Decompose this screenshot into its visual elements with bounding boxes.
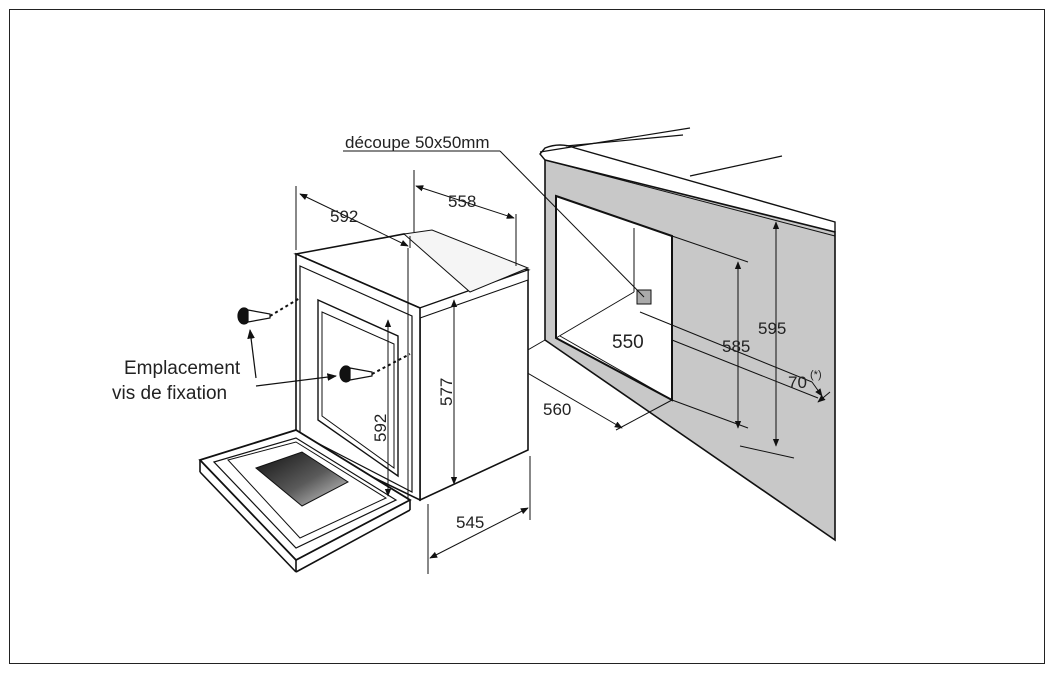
cabinet-dimensions [343, 150, 831, 459]
screw-label-line1: Emplacement [124, 358, 241, 379]
dim-cabinet-height: 595 [758, 319, 786, 338]
dim-clearance-note: (*) [810, 369, 822, 381]
oven-dimensions [295, 170, 531, 574]
diagram-frame [9, 9, 1045, 664]
dim-clearance: 70 [788, 373, 807, 392]
screw-leaders [247, 329, 337, 387]
dim-oven-depth-top: 558 [448, 192, 476, 211]
cutout-label: découpe 50x50mm [345, 133, 490, 152]
dim-niche-width: 550 [612, 332, 644, 353]
screw-icon [237, 297, 411, 383]
dim-niche-depth: 560 [543, 400, 571, 419]
dim-niche-height: 585 [722, 337, 750, 356]
cabinet [539, 127, 836, 542]
dim-oven-width: 592 [330, 207, 358, 226]
door-window [254, 451, 349, 507]
dim-oven-inner-height: 592 [371, 414, 390, 442]
screw-label-line2: vis de fixation [112, 383, 227, 404]
dim-oven-height-side: 577 [437, 378, 456, 406]
dim-oven-depth-bottom: 545 [456, 513, 484, 532]
